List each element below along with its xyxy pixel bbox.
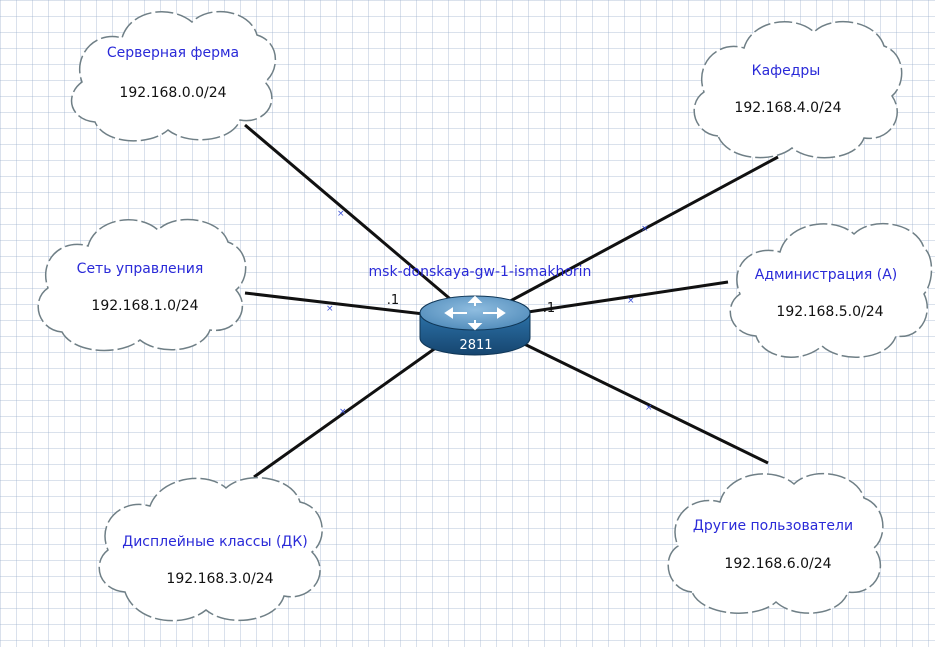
cloud-administration[interactable]: Администрация (А) 192.168.5.0/24	[729, 222, 933, 358]
svg-text:×: ×	[326, 304, 334, 314]
router-icon	[419, 295, 531, 356]
cloud-shape	[729, 222, 933, 358]
interface-label-left: .1	[387, 293, 399, 308]
network-name: Другие пользователи	[693, 518, 853, 534]
cloud-shape	[667, 472, 884, 614]
cloud-management[interactable]: Сеть управления 192.168.1.0/24	[37, 218, 247, 352]
network-name: Сеть управления	[77, 261, 204, 277]
network-subnet: 192.168.0.0/24	[119, 85, 226, 101]
network-subnet: 192.168.4.0/24	[734, 100, 841, 116]
network-name: Кафедры	[752, 63, 821, 79]
link-server-farm[interactable]	[244, 123, 476, 322]
cloud-shape	[37, 218, 247, 352]
router-model: 2811	[459, 338, 492, 353]
cloud-shape	[693, 20, 903, 159]
cloud-departments[interactable]: Кафедры 192.168.4.0/24	[693, 20, 903, 159]
network-name: Серверная ферма	[107, 45, 239, 61]
svg-text:×: ×	[339, 407, 347, 417]
network-subnet: 192.168.3.0/24	[166, 571, 273, 587]
cloud-other-users[interactable]: Другие пользователи 192.168.6.0/24	[667, 472, 884, 614]
network-name: Администрация (А)	[755, 267, 898, 283]
svg-text:×: ×	[641, 224, 649, 234]
svg-text:×: ×	[627, 296, 635, 306]
cloud-shape	[98, 476, 323, 622]
svg-text:×: ×	[337, 209, 345, 219]
link-departments[interactable]	[474, 155, 779, 322]
cloud-server-farm[interactable]: Серверная ферма 192.168.0.0/24	[71, 10, 277, 142]
network-subnet: 192.168.6.0/24	[724, 556, 831, 572]
network-name: Дисплейные классы (ДК)	[122, 534, 308, 550]
svg-text:×: ×	[645, 403, 653, 413]
network-subnet: 192.168.1.0/24	[91, 298, 198, 314]
router-node[interactable]: msk-donskaya-gw-1-ismakhorin 2811 .1 .1	[369, 264, 592, 356]
cloud-shape	[71, 10, 277, 142]
cloud-display-classes[interactable]: Дисплейные классы (ДК) 192.168.3.0/24	[98, 476, 323, 622]
router-hostname: msk-donskaya-gw-1-ismakhorin	[369, 264, 592, 280]
network-subnet: 192.168.5.0/24	[776, 304, 883, 320]
interface-label-right: .1	[543, 301, 555, 316]
